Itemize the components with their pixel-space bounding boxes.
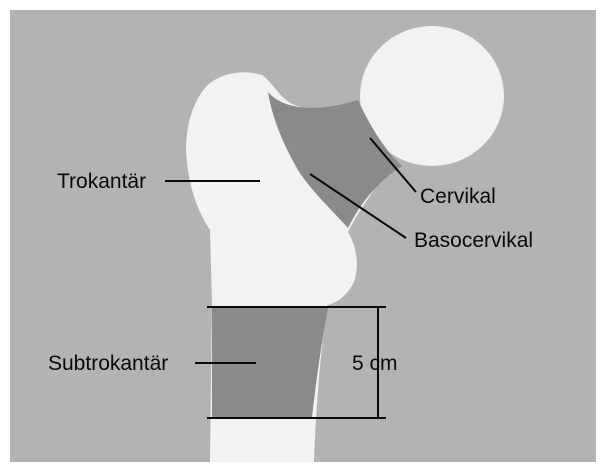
label-subtrochanteric: Subtrokantär <box>48 353 168 374</box>
label-basocervical: Basocervikal <box>414 230 533 251</box>
label-trochanteric: Trokantär <box>57 171 146 192</box>
label-distance: 5 cm <box>352 353 398 374</box>
label-cervical: Cervikal <box>420 186 496 207</box>
